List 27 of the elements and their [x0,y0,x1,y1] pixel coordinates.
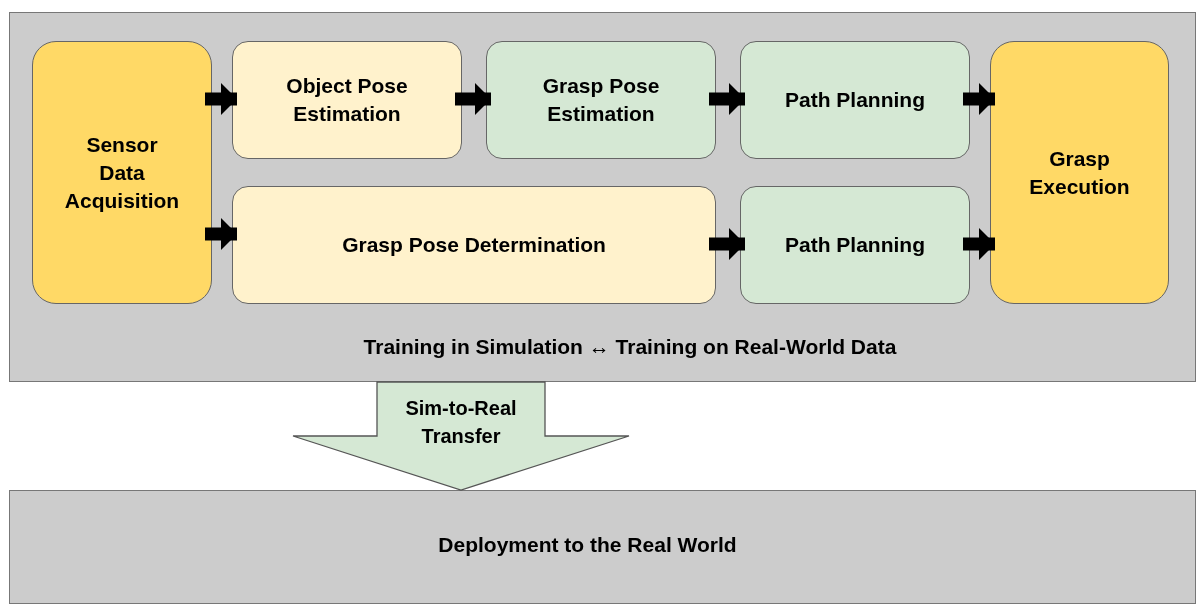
panel-background [9,490,1196,604]
box-label: Object Pose Estimation [285,73,409,127]
process-box [486,41,716,159]
arrow [205,218,237,250]
block-arrow [292,381,630,491]
edge-label: Sim-to-Real Transfer [404,396,518,449]
process-box [740,41,970,159]
arrow [455,83,491,115]
box-label: Grasp Pose Determination [341,232,607,258]
process-box [990,41,1169,304]
arrow [205,83,237,115]
process-box [740,186,970,304]
process-box [232,41,462,159]
arrow [963,228,995,260]
box-label: Grasp Execution [1028,145,1131,200]
panel-background [9,12,1196,382]
box-label: Sensor Data Acquisition [63,131,181,214]
process-box [32,41,212,304]
box-label: Path Planning [784,232,926,258]
arrow [963,83,995,115]
process-box [232,186,716,304]
arrow [709,228,745,260]
box-label: Path Planning [784,87,926,113]
arrow [709,83,745,115]
panel-title: Training in Simulation ↔ Training on Real-World Data [362,334,898,360]
box-label: Grasp Pose Estimation [541,73,661,127]
panel-title: Deployment to the Real World [437,532,738,558]
